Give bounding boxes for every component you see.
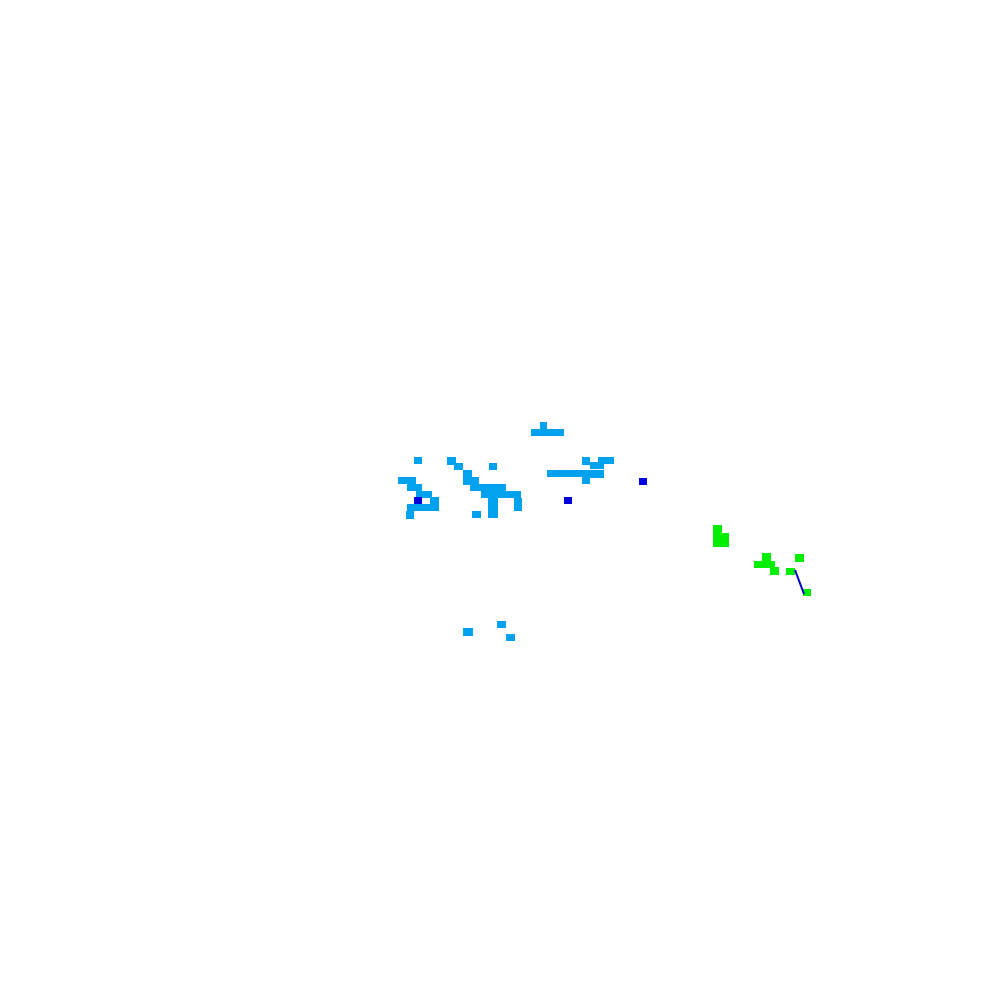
light-blue-pixel <box>481 491 521 498</box>
light-blue-pixel <box>463 628 473 636</box>
light-blue-pixel <box>398 477 416 484</box>
dark-blue-pixel <box>564 497 572 504</box>
light-blue-pixel <box>582 470 604 478</box>
light-blue-pixel <box>540 422 547 429</box>
light-blue-pixel <box>590 462 604 469</box>
light-blue-pixel <box>472 511 481 518</box>
dark-blue-pixel <box>639 478 647 485</box>
green-pixel <box>795 554 804 562</box>
light-blue-pixel <box>531 429 564 436</box>
dark-blue-pixel <box>414 497 422 504</box>
dark-blue-markers <box>414 478 647 504</box>
light-blue-pixel <box>447 457 456 465</box>
light-blue-pixel <box>547 470 595 477</box>
green-pixel <box>713 533 729 541</box>
light-blue-pixel <box>454 463 463 470</box>
green-cluster <box>713 525 811 596</box>
light-blue-pixel <box>488 510 498 518</box>
green-pixel <box>803 589 811 596</box>
light-blue-pixel <box>489 463 497 470</box>
light-blue-pixel <box>488 498 498 510</box>
green-pixel <box>770 567 779 575</box>
connector-line <box>794 569 805 595</box>
green-pixel <box>786 568 795 575</box>
light-blue-pixel <box>497 621 506 628</box>
light-blue-pixel <box>406 511 414 519</box>
light-blue-pixel <box>470 484 506 491</box>
light-blue-pixel <box>407 504 439 511</box>
light-blue-pixel <box>582 457 590 465</box>
light-blue-pixel <box>414 457 422 464</box>
light-blue-pixel <box>514 498 522 511</box>
light-blue-pixel <box>506 634 515 641</box>
green-pixel <box>754 561 775 568</box>
green-pixel <box>762 553 771 561</box>
light-blue-pixel <box>416 491 432 498</box>
light-blue-pixel <box>463 477 479 485</box>
light-blue-pixel <box>598 457 614 464</box>
green-pixel <box>713 525 722 534</box>
light-blue-pixel <box>582 477 590 484</box>
light-blue-cluster <box>398 422 614 641</box>
green-pixel <box>713 540 729 547</box>
light-blue-pixel <box>463 470 472 478</box>
light-blue-pixel <box>407 484 422 491</box>
